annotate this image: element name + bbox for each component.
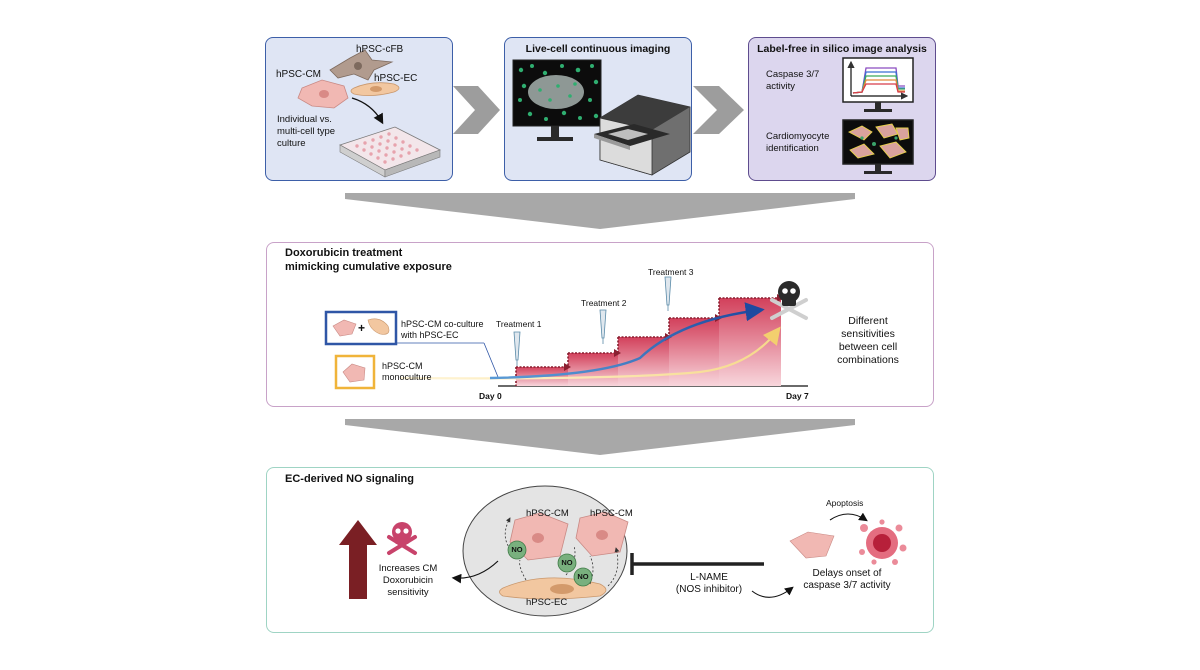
pipette-icon [664, 276, 672, 311]
inhibition-bar-icon [630, 553, 764, 575]
cardiomyocyte-cell-icon [575, 511, 629, 557]
increase-up-arrow-icon [339, 520, 377, 599]
sensitivity-result-label: Different sensitivities between cell com… [837, 315, 899, 366]
caspase-delay-label: Delays onset of caspase 3/7 activity [803, 568, 891, 591]
incubator-imager-icon [594, 94, 691, 176]
cardiomyocyte-cell-icon [297, 79, 349, 109]
day-7-label: Day 7 [786, 391, 809, 401]
caspase-label: Caspase 3/7 activity [766, 69, 820, 92]
cardiomyocyte-id-label: Cardiomyocyte identification [766, 131, 830, 154]
co-culture-legend-box: + [324, 310, 398, 346]
dying-cardiomyocyte-icon [789, 531, 835, 559]
svg-text:+: + [358, 321, 365, 335]
pipette-icon [599, 309, 607, 344]
doxorubicin-title: Doxorubicin treatment mimicking cumulati… [285, 247, 452, 273]
image-analysis-title: Label-free in silico image analysis [757, 43, 927, 55]
legend-connector [483, 342, 499, 378]
treatment-3-label: Treatment 3 [648, 267, 694, 277]
treatment-1-label: Treatment 1 [496, 319, 542, 329]
dose-step-4 [669, 318, 719, 386]
monitor-icon [512, 59, 602, 141]
no-label: NO [561, 558, 573, 567]
apoptotic-cell-icon [859, 519, 907, 565]
endothelial-label: hPSC-EC [374, 73, 418, 84]
pipette-icon [513, 331, 521, 366]
skull-crossbones-icon [770, 281, 808, 320]
dose-step-ridges [515, 297, 781, 386]
cm-label-left: hPSC-CM [526, 508, 569, 519]
apoptosis-arrow [829, 512, 868, 522]
no-label: NO [511, 545, 523, 554]
endothelial-cell-icon [350, 82, 400, 96]
no-molecule-icon [557, 553, 577, 573]
treatment-2-label: Treatment 2 [581, 298, 627, 308]
no-signaling-title: EC-derived NO signaling [285, 473, 414, 485]
down-funnel-arrow-icon [345, 419, 855, 455]
coculture-label: hPSC-CM co-culture with hPSC-EC [401, 319, 484, 340]
cardiomyocyte-label: hPSC-CM [276, 69, 322, 80]
no-molecule-icon [507, 540, 527, 560]
oval-to-effect-arrow [451, 560, 499, 584]
day-0-label: Day 0 [479, 391, 502, 401]
well-plate-icon [339, 126, 442, 178]
chevron-arrow-icon [693, 86, 744, 134]
lname-to-delay-arrow [751, 586, 794, 598]
curved-arrow-icon [351, 97, 384, 125]
caspase-graph-monitor-icon [842, 57, 914, 112]
cm-sensitivity-label: Increases CM Doxorubicin sensitivity [378, 563, 438, 598]
cm-label-right: hPSC-CM [590, 508, 633, 519]
no-label: NO [577, 572, 589, 581]
fibroblast-cell-icon [329, 49, 394, 81]
monoculture-legend-box [334, 354, 376, 390]
skull-crossbones-icon [387, 522, 417, 555]
down-funnel-arrow-icon [345, 193, 855, 229]
monoculture-label: hPSC-CM monoculture [382, 361, 432, 382]
chevron-arrow-icon [453, 86, 500, 134]
lname-label: L-NAME (NOS inhibitor) [675, 572, 743, 595]
coculture-response-curve [489, 302, 765, 380]
cardiomyocyte-id-monitor-icon [842, 119, 914, 174]
culture-label: Individual vs. multi-cell type culture [277, 114, 336, 149]
dose-step-3 [618, 337, 669, 386]
apoptosis-label: Apoptosis [826, 498, 864, 508]
fibroblast-label: hPSC-cFB [356, 44, 404, 55]
live-imaging-title: Live-cell continuous imaging [525, 43, 671, 55]
ec-label: hPSC-EC [526, 597, 568, 608]
no-molecule-icon [573, 567, 593, 587]
